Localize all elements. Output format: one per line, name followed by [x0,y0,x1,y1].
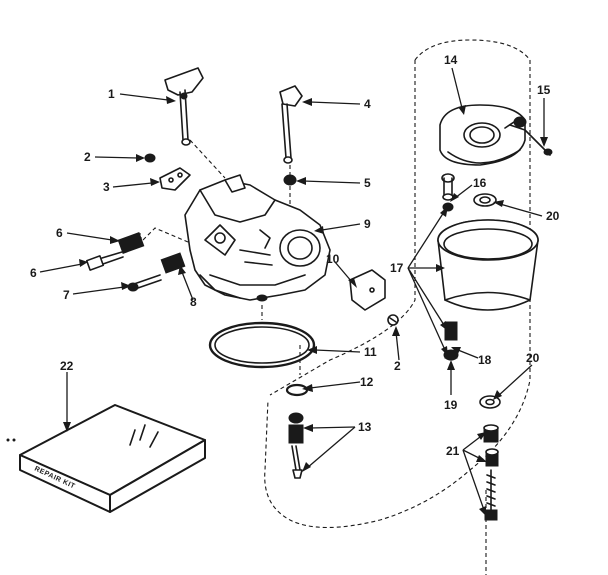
callout-11: 11 [364,345,377,359]
phantom-tank-outline [264,39,531,575]
callout-6-lower: 6 [30,266,37,280]
leader-lines [39,67,548,516]
part-main-screw [127,274,162,292]
callout-labels: 1 2 3 4 5 6 6 7 8 9 10 11 2 12 13 14 15 … [30,53,560,458]
callout-9: 9 [364,217,371,231]
callout-22: 22 [60,359,74,373]
part-o-ring [285,383,309,397]
part-idle-spring [117,232,145,254]
part-carburetor-body [184,174,331,302]
part-float-bowl [437,219,539,311]
callout-12: 12 [360,375,374,389]
callout-4: 4 [364,97,371,111]
callout-20-lower: 20 [526,351,540,365]
part-washer-upper [473,193,497,207]
part-throttle-lever [164,67,204,146]
part-screw-upper [144,153,156,163]
part-bowl-screw-top [441,173,455,212]
callout-7: 7 [63,288,70,302]
callout-15: 15 [537,83,551,97]
callout-14: 14 [444,53,458,67]
edge-marks [6,438,16,442]
part-bowl-gasket [208,321,316,369]
callout-18: 18 [478,353,492,367]
callout-1: 1 [108,87,115,101]
callout-16: 16 [473,176,487,190]
callout-20-upper: 20 [546,209,560,223]
callout-6-upper: 6 [56,226,63,240]
callout-13: 13 [358,420,372,434]
part-choke-plate [349,269,386,311]
callout-2-lower: 2 [394,359,401,373]
callout-19: 19 [444,398,458,412]
part-inlet-needle-seat [288,412,304,479]
callout-5: 5 [364,176,371,190]
part-float-cover [439,104,526,166]
callout-21: 21 [446,444,460,458]
callout-17: 17 [390,261,404,275]
part-float-pin [504,116,553,156]
part-bowl-spring [444,321,458,341]
part-bowl-bolt-stack [483,424,499,521]
part-choke-shaft [279,85,303,164]
part-screw-lower [387,314,399,326]
callout-2-upper: 2 [84,150,91,164]
callout-3: 3 [103,180,110,194]
part-idle-screw [85,251,124,271]
part-main-spring [160,252,186,274]
part-repair-kit-box: REPAIR KIT [19,404,206,513]
callout-10: 10 [326,252,340,266]
callout-8: 8 [190,295,197,309]
part-throttle-plate [159,167,191,191]
